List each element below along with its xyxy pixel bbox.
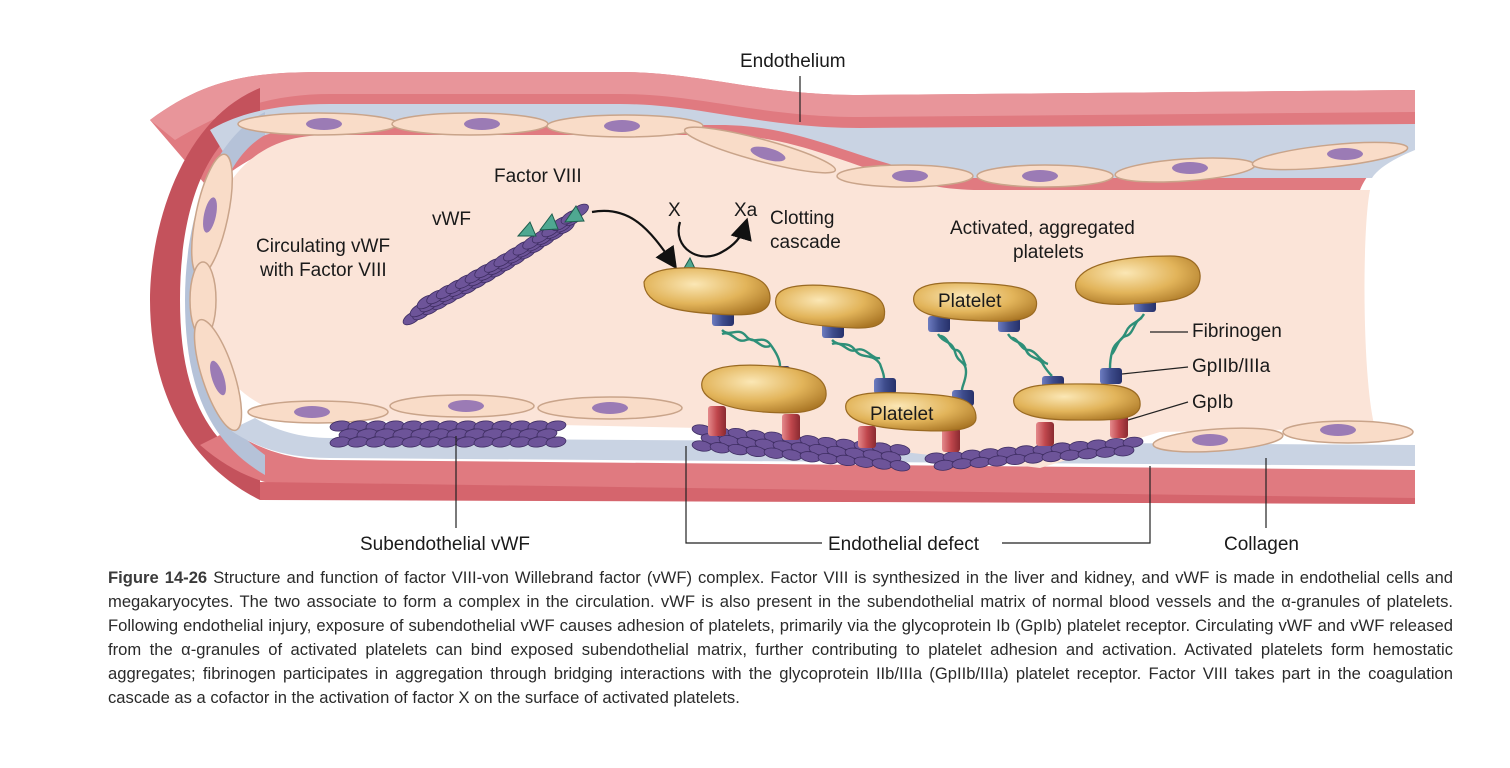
factor-viii-triangle (516, 221, 537, 237)
outer-wall-bottom-dark (260, 482, 1415, 504)
platelet-label-lower: Platelet (870, 404, 934, 425)
outer-wall-bottom (200, 430, 1415, 500)
platelet (1075, 255, 1201, 305)
figure-caption: Figure 14-26 Structure and function of f… (108, 566, 1453, 710)
gpib-receptors (708, 406, 1128, 452)
fibrinogen-label: Fibrinogen (1192, 321, 1282, 342)
activated-platelets-label-line2: platelets (1013, 242, 1084, 263)
platelet (1013, 383, 1141, 421)
platelet-label-upper: Platelet (938, 291, 1002, 312)
gpiib-iiia-leader (1121, 366, 1189, 375)
clotting-cascade-label-line2: cascade (770, 232, 841, 253)
factor-viii-triangle (564, 205, 585, 223)
endothelial-defect-bracket (685, 446, 1151, 544)
vwf-subunit (1113, 445, 1135, 457)
vwf-subunit (889, 460, 911, 472)
gpib-label: GpIb (1192, 392, 1233, 413)
outer-wall-top-stripe (150, 72, 1415, 140)
vwf-subunit (1122, 436, 1144, 448)
endothelium-label: Endothelium (740, 51, 846, 72)
caption-text: Structure and function of factor VIII-vo… (108, 568, 1453, 707)
circulating-vwf-label-line2: with Factor VIII (259, 260, 387, 281)
endothelial-cells-bottom (247, 394, 1414, 453)
clotting-cascade-label-line1: Clotting (770, 208, 834, 229)
circulating-vwf-label-line1: Circulating vWF (256, 236, 390, 257)
circulating-vwf-multimer (402, 203, 589, 326)
x-to-xa-arrow (677, 217, 752, 258)
activated-platelets-label-line1: Activated, aggregated (950, 218, 1135, 239)
vwf-factor-viii-diagram: Endothelium Factor VIII vWF Circulating … (150, 51, 1415, 555)
collagen-label: Collagen (1224, 534, 1299, 555)
subendothelial-vwf-cluster (329, 420, 567, 448)
vwf-subunit (545, 436, 567, 448)
platelet (701, 364, 827, 414)
platelet (775, 284, 886, 329)
exposed-vwf-cluster-right (924, 436, 1144, 471)
factor-viii-transfer-arrow (591, 209, 677, 270)
endothelial-cells-top (237, 112, 1409, 188)
outer-wall-left (150, 88, 260, 500)
xa-label: Xa (734, 200, 758, 221)
platelet (845, 392, 977, 432)
figure-number: Figure 14-26 (108, 568, 208, 587)
endothelial-defect-label: Endothelial defect (828, 534, 980, 555)
gpib-leader (1127, 401, 1189, 421)
x-label: X (668, 200, 681, 221)
platelet (643, 267, 771, 316)
platelets (643, 255, 1201, 432)
fibrinogen-strands (721, 313, 1146, 391)
vwf-label: vWF (432, 209, 471, 230)
endothelial-cells-left (189, 153, 243, 432)
factor-viii-label: Factor VIII (494, 166, 582, 187)
subendothelial-vwf-label: Subendothelial vWF (360, 534, 530, 555)
platelet (913, 282, 1038, 322)
gpiib-iiia-label: GpIIb/IIIa (1192, 356, 1271, 377)
factor-viii-triangle (538, 212, 559, 231)
